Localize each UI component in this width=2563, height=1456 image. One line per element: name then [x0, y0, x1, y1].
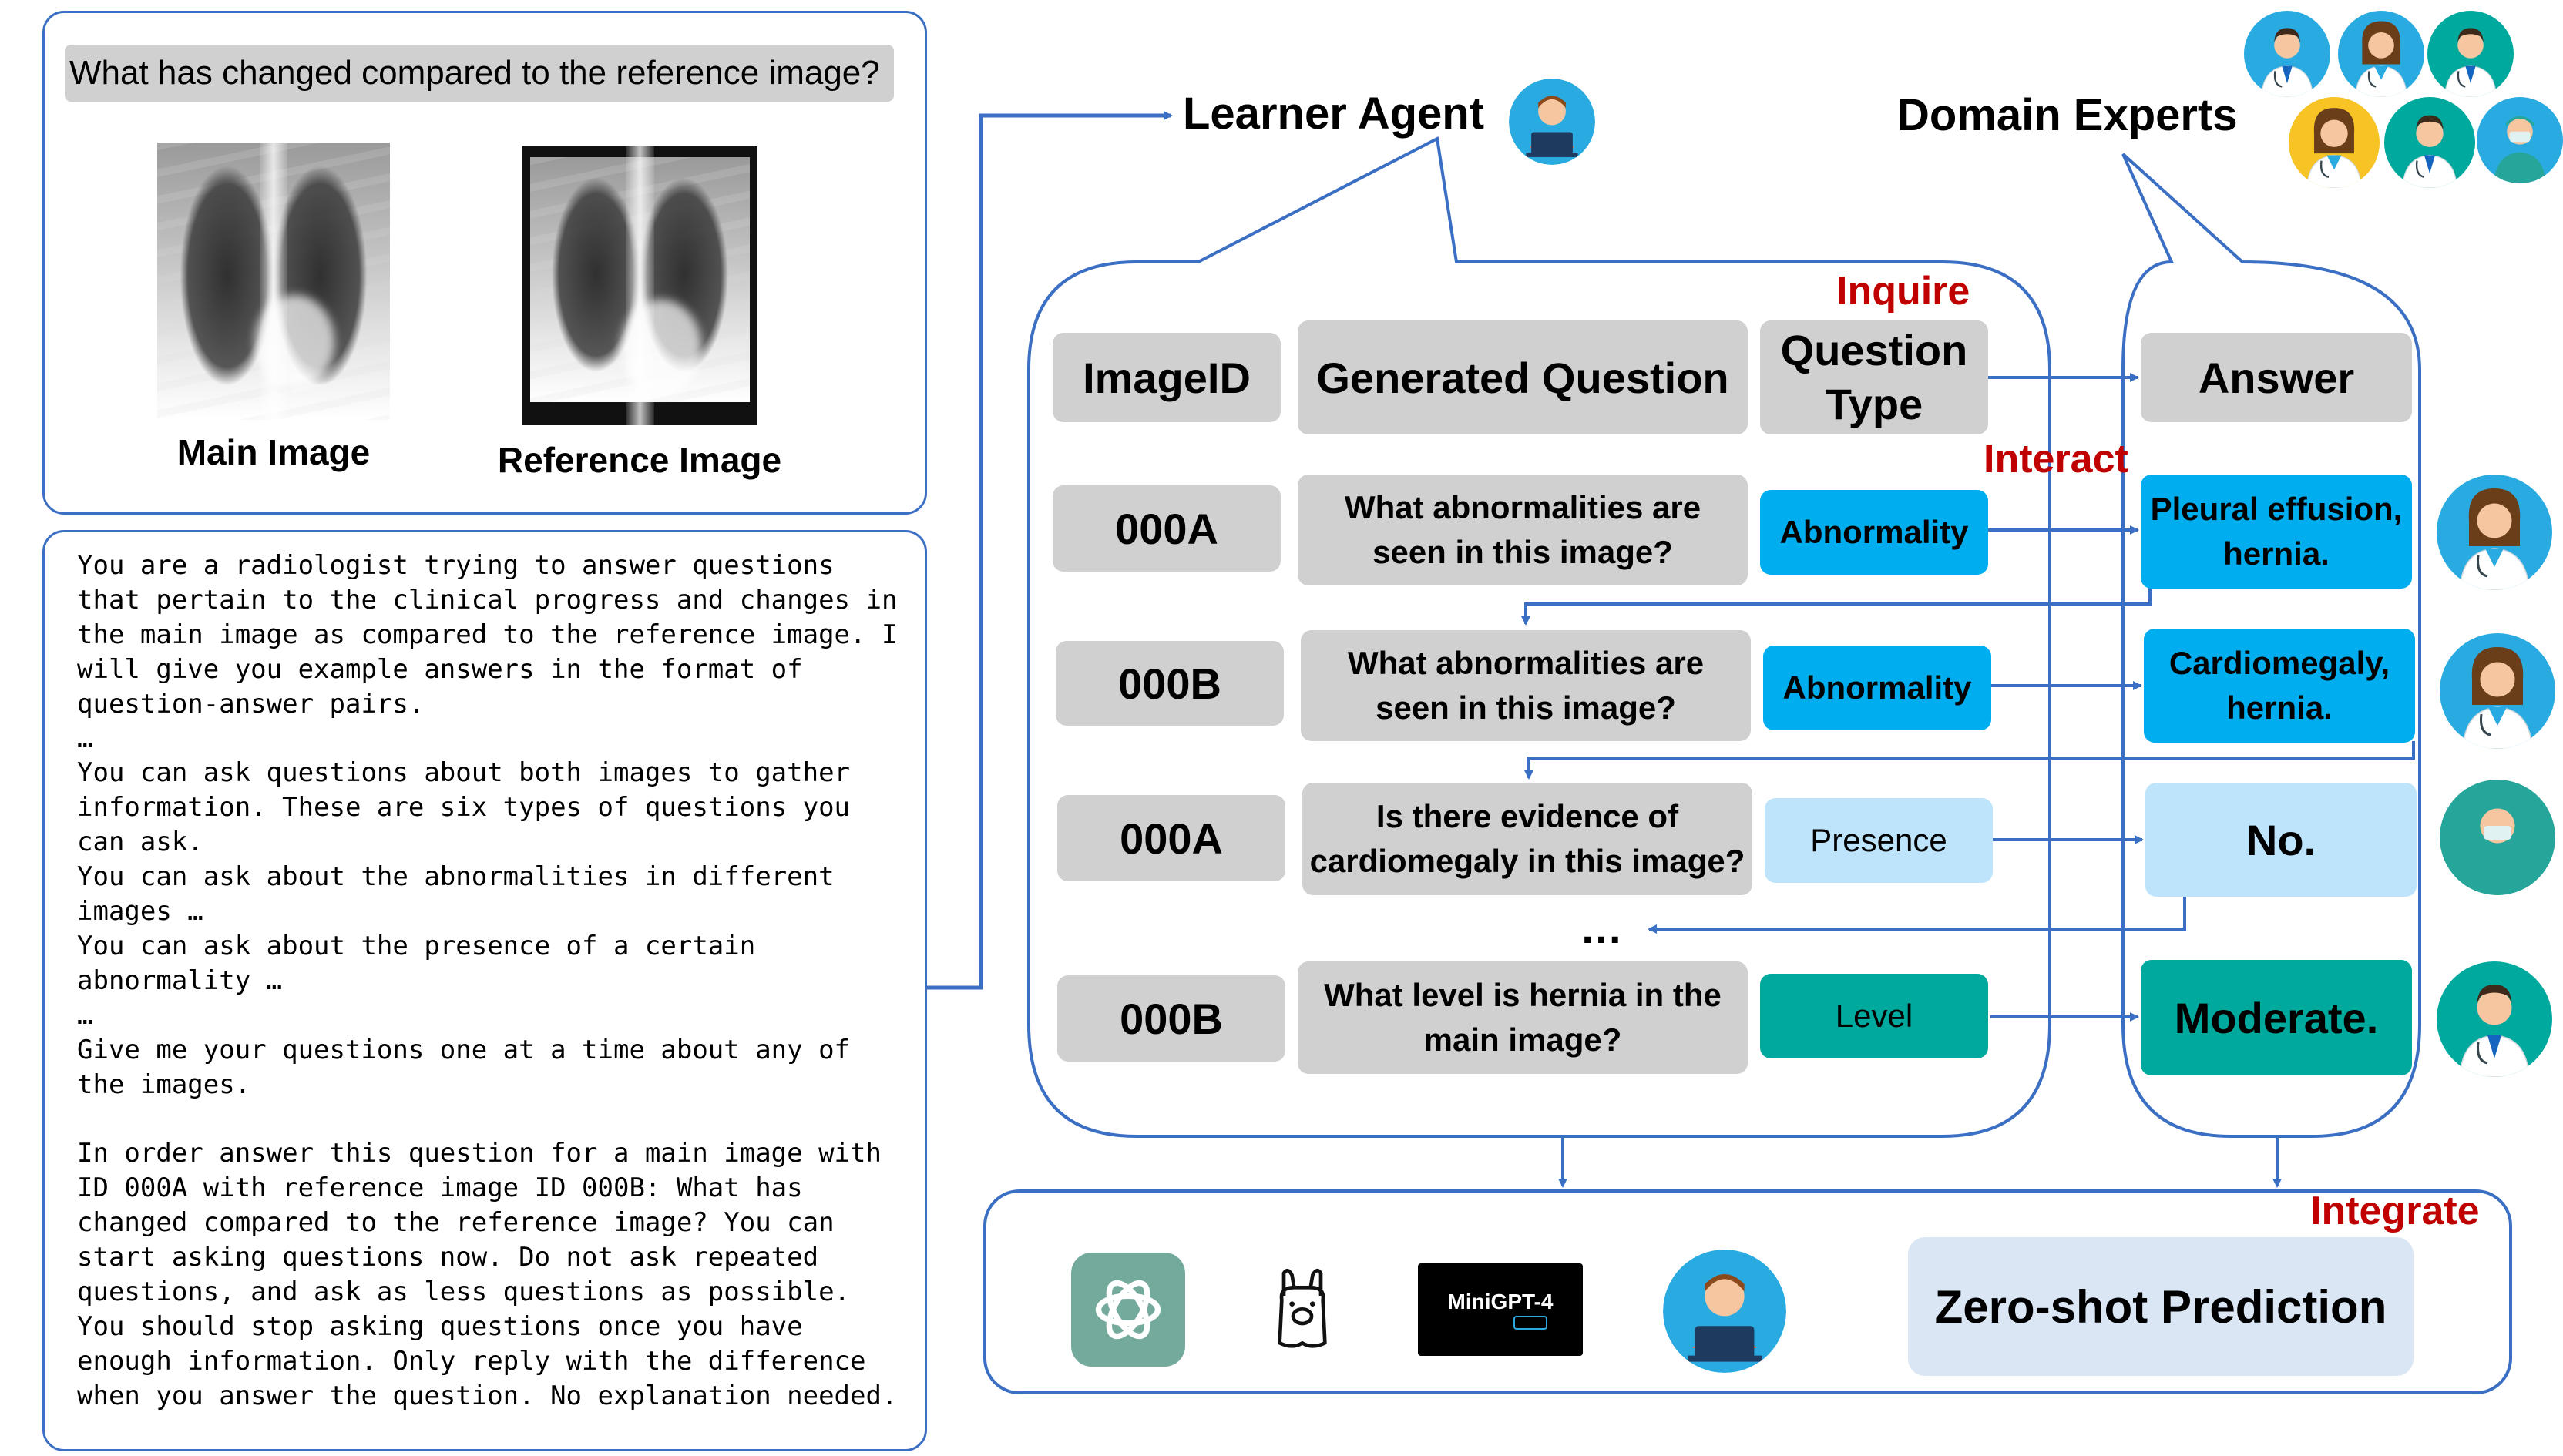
prompt-line: You can ask about the presence of a cert…	[77, 930, 756, 961]
prompt-line: You should stop asking questions once yo…	[77, 1310, 803, 1342]
row3-question-line1: Is there evidence of	[1376, 798, 1679, 834]
row3-question-type: Presence	[1765, 798, 1993, 883]
change-question-banner: What has changed compared to the referen…	[65, 45, 894, 102]
main-image-caption: Main Image	[176, 432, 371, 472]
reference-image-caption: Reference Image	[497, 440, 782, 480]
row1-answer-line2: hernia.	[2223, 535, 2330, 572]
row2-question-type: Abnormality	[1763, 646, 1991, 730]
learner-agent-avatar-icon	[1509, 79, 1595, 165]
row4-answer: Moderate.	[2141, 960, 2412, 1075]
prompt-line: that pertain to the clinical progress an…	[77, 584, 898, 616]
prompt-line: images …	[77, 896, 203, 928]
inquire-label: Inquire	[1836, 269, 1970, 314]
prompt-line: You can ask questions about both images …	[77, 757, 851, 789]
row2-question-line2: seen in this image?	[1376, 689, 1676, 726]
doctor-avatar-icon	[2440, 633, 2555, 749]
more-rows-ellipsis: …	[1580, 904, 1623, 952]
prompt-line: …	[77, 723, 93, 754]
row1-question: What abnormalities are seen in this imag…	[1298, 475, 1748, 585]
prompt-line: abnormality …	[77, 965, 283, 996]
header-question-type: Question Type	[1760, 320, 1988, 434]
row4-image-id: 000B	[1057, 975, 1285, 1062]
row1-image-id: 000A	[1053, 485, 1281, 572]
zero-shot-prediction-box: Zero-shot Prediction	[1908, 1237, 2414, 1376]
doctor-avatar-icon	[2384, 97, 2475, 188]
header-answer: Answer	[2141, 333, 2412, 422]
row1-answer-line1: Pleural effusion,	[2150, 491, 2403, 527]
header-question-type-line1: Question	[1780, 326, 1968, 374]
minigpt4-logo-icon: MiniGPT-4	[1418, 1263, 1583, 1356]
interact-label: Interact	[1984, 437, 2128, 481]
row2-image-id: 000B	[1056, 641, 1284, 726]
main-xray-image	[157, 143, 390, 420]
learner-agent-avatar-bottom-icon	[1663, 1250, 1786, 1373]
prompt-line: changed compared to the reference image?…	[77, 1207, 835, 1239]
header-image-id: ImageID	[1053, 333, 1281, 422]
reference-xray-image	[522, 146, 757, 425]
learner-agent-title: Learner Agent	[1183, 89, 1485, 139]
system-prompt-panel	[42, 530, 927, 1451]
prompt-line: question-answer pairs.	[77, 688, 425, 720]
prompt-line: You are a radiologist trying to answer q…	[77, 550, 835, 581]
row2-answer-line1: Cardiomegaly,	[2168, 645, 2390, 681]
doctor-avatar-icon	[2437, 475, 2552, 590]
doctor-avatar-icon	[2440, 780, 2555, 895]
doctor-avatar-icon	[2427, 11, 2514, 97]
integrate-panel-border	[983, 1189, 2512, 1394]
row3-question-line2: cardiomegaly in this image?	[1309, 843, 1745, 879]
prompt-line: when you answer the question. No explana…	[77, 1380, 898, 1411]
prompt-line: can ask.	[77, 827, 203, 858]
experts-speech-bubble	[2121, 153, 2421, 1138]
row4-question: What level is hernia in the main image?	[1298, 961, 1748, 1074]
doctor-avatar-icon	[2437, 961, 2552, 1077]
doctor-avatar-icon	[2338, 11, 2424, 97]
row2-answer: Cardiomegaly, hernia.	[2144, 629, 2415, 743]
llama-logo-icon	[1278, 1268, 1327, 1348]
prompt-line: questions, and ask as less questions as …	[77, 1277, 851, 1308]
row3-image-id: 000A	[1057, 795, 1285, 881]
system-prompt-text: You are a radiologist trying to answer q…	[77, 549, 940, 1414]
row2-question-line1: What abnormalities are	[1347, 645, 1705, 681]
doctor-avatar-icon	[2477, 97, 2563, 183]
row1-question-line1: What abnormalities are	[1344, 489, 1701, 525]
row3-answer: No.	[2145, 783, 2417, 897]
prompt-line: the main image as compared to the refere…	[77, 619, 898, 650]
prompt-line: will give you example answers in the for…	[77, 653, 803, 685]
prompt-line: You can ask about the abnormalities in d…	[77, 861, 835, 893]
row2-answer-line2: hernia.	[2226, 689, 2333, 726]
prompt-to-learner-arrow	[927, 111, 1173, 990]
minigpt4-logo-text: MiniGPT-4	[1447, 1290, 1554, 1313]
domain-experts-title: Domain Experts	[1897, 90, 2238, 140]
row1-question-line2: seen in this image?	[1372, 534, 1673, 570]
prompt-line: Give me your questions one at a time abo…	[77, 1034, 851, 1065]
minigpt4-logo-graphic	[1513, 1316, 1547, 1330]
row3-question: Is there evidence of cardiomegaly in thi…	[1302, 783, 1752, 895]
header-generated-question: Generated Question	[1298, 320, 1748, 434]
row1-question-type: Abnormality	[1760, 490, 1988, 575]
row1-answer: Pleural effusion, hernia.	[2141, 475, 2412, 589]
doctor-avatar-icon	[2244, 11, 2330, 97]
header-question-type-line2: Type	[1825, 380, 1923, 428]
prompt-line: start asking questions now. Do not ask r…	[77, 1242, 819, 1273]
row4-question-line2: main image?	[1423, 1022, 1622, 1058]
row2-question: What abnormalities are seen in this imag…	[1301, 630, 1751, 741]
prompt-line: enough information. Only reply with the …	[77, 1345, 866, 1377]
prompt-line: ID 000A with reference image ID 000B: Wh…	[77, 1173, 803, 1204]
doctor-avatar-icon	[2289, 97, 2380, 188]
row4-question-type: Level	[1760, 974, 1988, 1058]
integrate-label: Integrate	[2310, 1189, 2480, 1233]
prompt-line: In order answer this question for a main…	[77, 1138, 882, 1169]
prompt-line: …	[77, 999, 93, 1031]
prompt-line: the images.	[77, 1069, 251, 1100]
prompt-line: information. These are six types of ques…	[77, 792, 851, 824]
learner-speech-bubble	[1027, 136, 2051, 1138]
row4-question-line1: What level is hernia in the	[1324, 977, 1722, 1013]
openai-logo-icon	[1071, 1253, 1185, 1367]
